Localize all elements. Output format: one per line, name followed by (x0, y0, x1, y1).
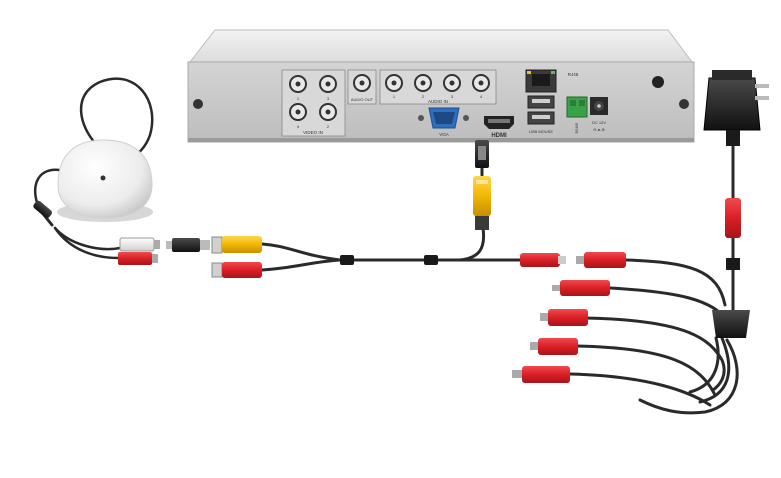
rs485-terminal[interactable] (567, 97, 587, 117)
mic-red-rca-plug[interactable] (118, 252, 158, 265)
audio-in-port-1[interactable] (386, 75, 402, 91)
audio-out-label: AUDIO OUT (351, 97, 374, 102)
dc-polarity-symbol: ⊖-●-⊕ (593, 127, 605, 132)
microphone (57, 140, 153, 222)
dc-label: DC 12V (592, 120, 606, 125)
power-adapter (704, 70, 769, 146)
rca-plug-icon (120, 238, 154, 251)
usb-port-1[interactable] (528, 96, 554, 108)
hdmi-label: HDMI (491, 133, 507, 139)
dvr-unit: 1 3 4 2 VIDEO IN AUDIO OUT 1 2 (188, 30, 694, 142)
power-adapter-icon (704, 78, 760, 130)
vga-label: VGA (439, 132, 449, 137)
dvr-video-yellow-plug[interactable] (473, 140, 491, 230)
rca-plug-icon (520, 253, 560, 267)
usb-mouse-label: USB MOUSE (529, 129, 553, 134)
power-splitter-hub (712, 310, 750, 338)
audio-in-label: AUDIO IN (428, 99, 448, 104)
audio-out-port[interactable] (354, 75, 370, 91)
rca-plug-icon (560, 280, 610, 296)
adapter-red-plug[interactable] (725, 198, 741, 238)
rca-plug-icon (118, 252, 152, 265)
audio-in-port-3[interactable] (444, 75, 460, 91)
video-in-bnc-3[interactable] (320, 76, 336, 92)
screw-icon (679, 99, 689, 109)
video-in-label: VIDEO IN (303, 130, 323, 135)
video-in-bnc-4[interactable] (290, 104, 306, 120)
rs485-label: RS485 (575, 123, 579, 134)
main-line-red-plug[interactable] (520, 253, 566, 267)
splitter-plug-2[interactable] (552, 280, 610, 296)
audio-red-rca-plug[interactable] (212, 262, 262, 278)
mic-white-rca-plug[interactable] (120, 238, 160, 251)
audio-in-port-2[interactable] (415, 75, 431, 91)
splitter-plug-1[interactable] (576, 252, 626, 268)
video-yellow-rca-plug[interactable] (212, 236, 262, 253)
rj45-label: RJ45 (568, 72, 579, 77)
hdmi-port[interactable] (484, 116, 514, 129)
screw-icon (193, 99, 203, 109)
splitter-plug-5[interactable] (512, 366, 570, 383)
splitter-plug-3[interactable] (540, 309, 588, 326)
video-in-bnc-1[interactable] (290, 76, 306, 92)
rca-plug-icon (584, 252, 626, 268)
screw-icon (652, 76, 664, 88)
audio-in-port-4[interactable] (473, 75, 489, 91)
video-in-bnc-2[interactable] (320, 104, 336, 120)
black-coupler (166, 238, 210, 252)
rj45-port[interactable] (526, 70, 556, 92)
rca-plug-icon (548, 309, 588, 326)
rca-plug-icon (725, 198, 741, 238)
splitter-plug-4[interactable] (530, 338, 578, 355)
rca-plug-icon (522, 366, 570, 383)
rca-plug-icon (222, 262, 262, 278)
dc-power-jack[interactable] (590, 97, 608, 115)
usb-port-2[interactable] (528, 112, 554, 124)
rca-plug-icon (222, 236, 262, 253)
rca-plug-icon (538, 338, 578, 355)
